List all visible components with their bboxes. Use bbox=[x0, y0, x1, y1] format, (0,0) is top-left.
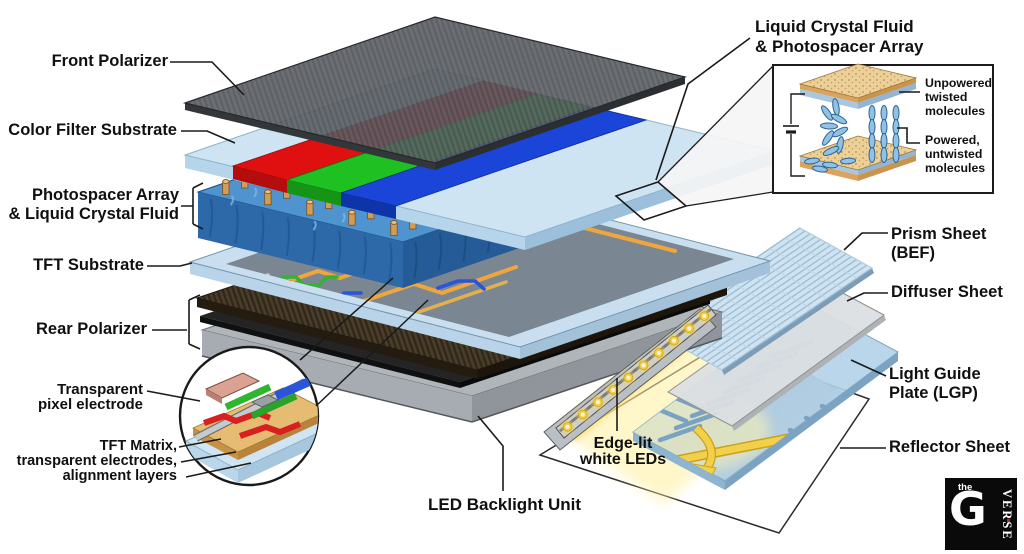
leader-lines bbox=[146, 37, 920, 491]
label-line: Powered, bbox=[925, 133, 980, 147]
label-line: Photospacer Array bbox=[31, 186, 179, 204]
label-front-polarizer: Front Polarizer bbox=[51, 52, 168, 70]
label-line: Unpowered bbox=[925, 76, 992, 90]
label-transparent-pixel-electrode: Transparent pixel electrode bbox=[38, 382, 143, 412]
label-diffuser-sheet: Diffuser Sheet bbox=[891, 283, 1003, 301]
label-rear-polarizer: Rear Polarizer bbox=[36, 320, 147, 338]
label-line: TFT Matrix, bbox=[99, 438, 177, 454]
label-line: molecules bbox=[925, 160, 986, 175]
label-line: alignment layers bbox=[62, 468, 177, 485]
label-prism-sheet: Prism Sheet (BEF) bbox=[891, 225, 986, 263]
tft-pixel-magnifier bbox=[178, 277, 429, 487]
label-edge-lit-white-leds: Edge-lit white LEDs bbox=[563, 436, 683, 467]
label-powered-molecules: Powered, untwisted molecules bbox=[925, 133, 986, 175]
label-line: molecules bbox=[925, 103, 986, 118]
label-line: Edge-lit bbox=[593, 435, 653, 452]
label-photospacer-array: Photospacer Array & Liquid Crystal Fluid bbox=[8, 186, 179, 224]
logo-red-dot bbox=[1007, 519, 1010, 522]
led-strip bbox=[543, 304, 717, 451]
label-unpowered-molecules: Unpowered twisted molecules bbox=[925, 76, 992, 118]
white-led-dots bbox=[560, 309, 712, 434]
liquid-crystal-inset bbox=[772, 63, 994, 194]
logo-g-glyph: G bbox=[949, 482, 987, 536]
label-reflector-sheet: Reflector Sheet bbox=[889, 438, 1011, 456]
label-line: Plate (LGP) bbox=[889, 384, 978, 402]
battery-icon bbox=[783, 93, 805, 177]
lc-inset-callout bbox=[614, 65, 774, 221]
label-line: & Photospacer Array bbox=[755, 36, 924, 56]
label-line: transparent electrodes, bbox=[16, 453, 177, 470]
liquid-crystal-molecules bbox=[804, 98, 900, 173]
front-polarizer-layer bbox=[182, 16, 688, 170]
label-line: Prism Sheet bbox=[891, 225, 987, 243]
label-line: (BEF) bbox=[891, 244, 935, 262]
gverse-logo: the G VERSE bbox=[945, 478, 1017, 550]
label-tft-matrix: TFT Matrix, transparent electrodes, alig… bbox=[16, 438, 177, 485]
label-line: white LEDs bbox=[579, 450, 667, 468]
logo-verse-text: VERSE bbox=[1000, 489, 1014, 541]
label-light-guide-plate: Light Guide Plate (LGP) bbox=[889, 365, 981, 403]
label-liquid-crystal-fluid: Liquid Crystal Fluid & Photospacer Array bbox=[755, 17, 923, 56]
logo-the-text: the bbox=[958, 482, 973, 493]
label-line: untwisted bbox=[925, 146, 983, 161]
label-tft-substrate: TFT Substrate bbox=[33, 256, 144, 274]
label-line: & Liquid Crystal Fluid bbox=[8, 205, 179, 223]
label-line: Transparent bbox=[57, 381, 143, 398]
label-line: twisted bbox=[925, 89, 968, 104]
label-line: Light Guide bbox=[889, 365, 981, 383]
label-line: Liquid Crystal Fluid bbox=[755, 17, 914, 36]
label-led-backlight-unit: LED Backlight Unit bbox=[428, 495, 582, 514]
label-color-filter-substrate: Color Filter Substrate bbox=[8, 121, 177, 139]
label-line: pixel electrode bbox=[37, 396, 143, 413]
